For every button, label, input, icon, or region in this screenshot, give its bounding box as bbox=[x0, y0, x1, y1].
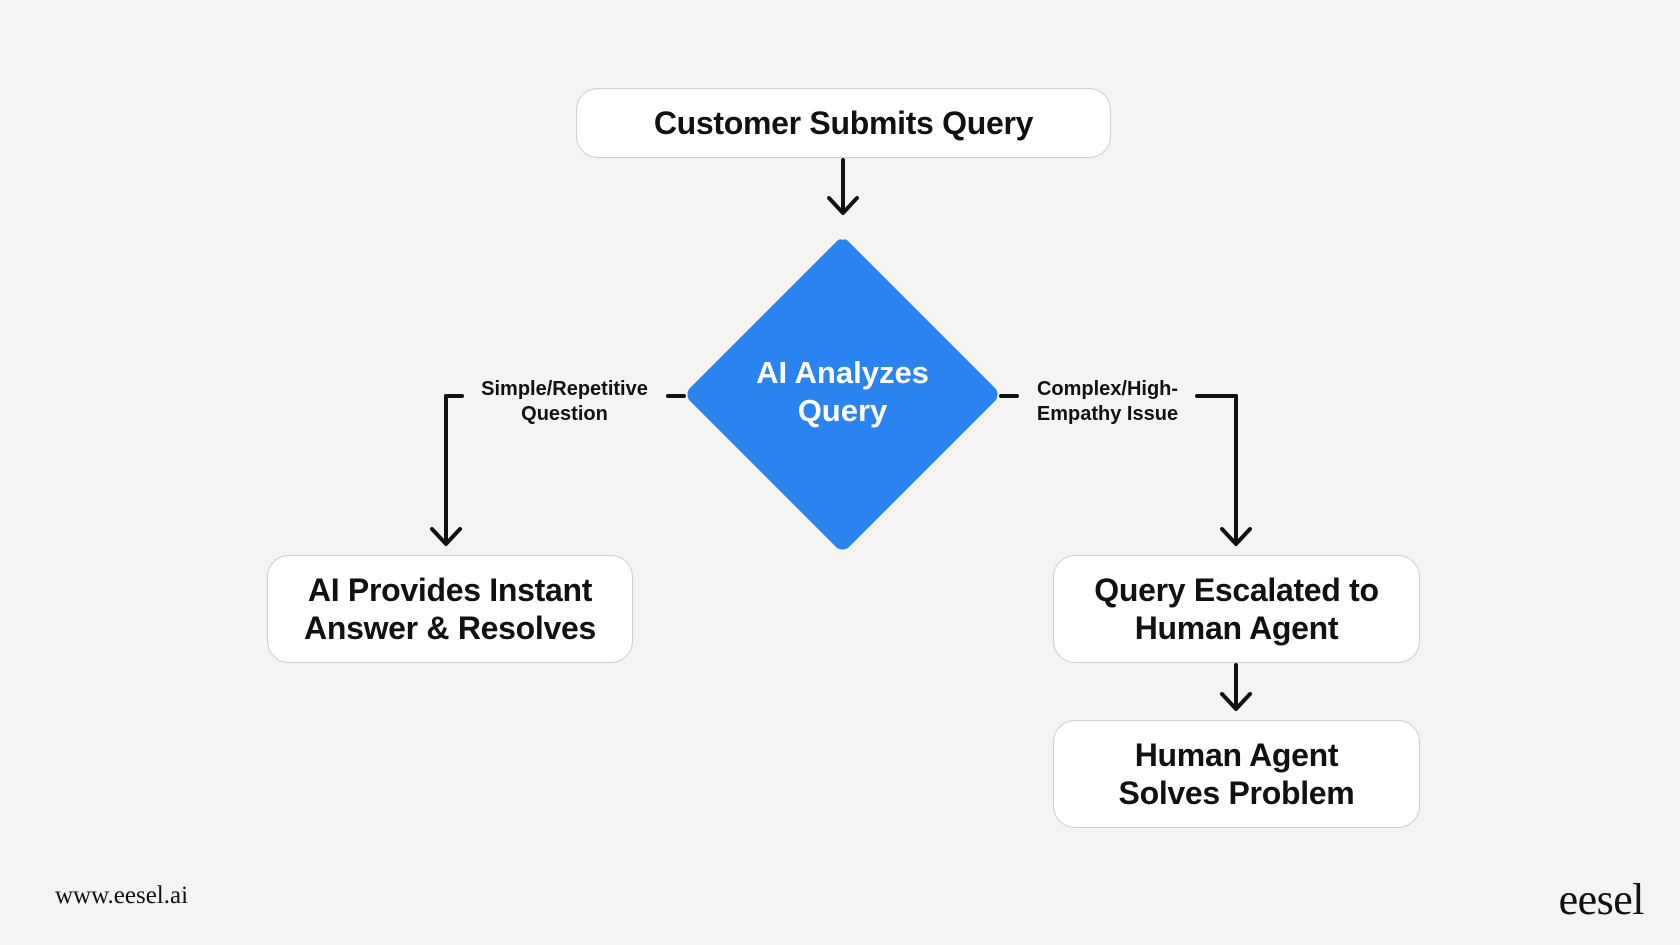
start-node: Customer Submits Query bbox=[576, 88, 1111, 158]
start-node-label: Customer Submits Query bbox=[653, 105, 1034, 141]
decision-label: AI Analyzes Query bbox=[756, 355, 929, 428]
arrowhead-start-to-decision bbox=[827, 196, 859, 215]
human-resolution-label: Human Agent Solves Problem bbox=[1118, 737, 1355, 811]
decision-diamond bbox=[687, 239, 998, 550]
arrowhead-decision-to-ai bbox=[430, 527, 462, 546]
ai-resolution-node: AI Provides Instant Answer & Resolves bbox=[267, 555, 633, 663]
branch-simple-label: Simple/Repetitive Question bbox=[481, 378, 648, 425]
human-resolution-node: Human Agent Solves Problem bbox=[1053, 720, 1420, 828]
footer-url: www.eesel.ai bbox=[55, 882, 189, 909]
escalation-label: Query Escalated to Human Agent bbox=[1094, 572, 1379, 646]
escalation-node: Query Escalated to Human Agent bbox=[1053, 555, 1420, 663]
arrowhead-escalation-to-solve bbox=[1220, 692, 1252, 711]
arrowhead-decision-to-escalation bbox=[1220, 527, 1252, 546]
branch-complex-label: Complex/High-Empathy Issue bbox=[1036, 378, 1179, 425]
brand-logo: eesel bbox=[1558, 875, 1645, 924]
arrow-escalation-branch bbox=[1195, 394, 1238, 545]
ai-resolution-label: AI Provides Instant Answer & Resolves bbox=[304, 572, 596, 646]
arrow-ai-branch bbox=[444, 394, 464, 545]
